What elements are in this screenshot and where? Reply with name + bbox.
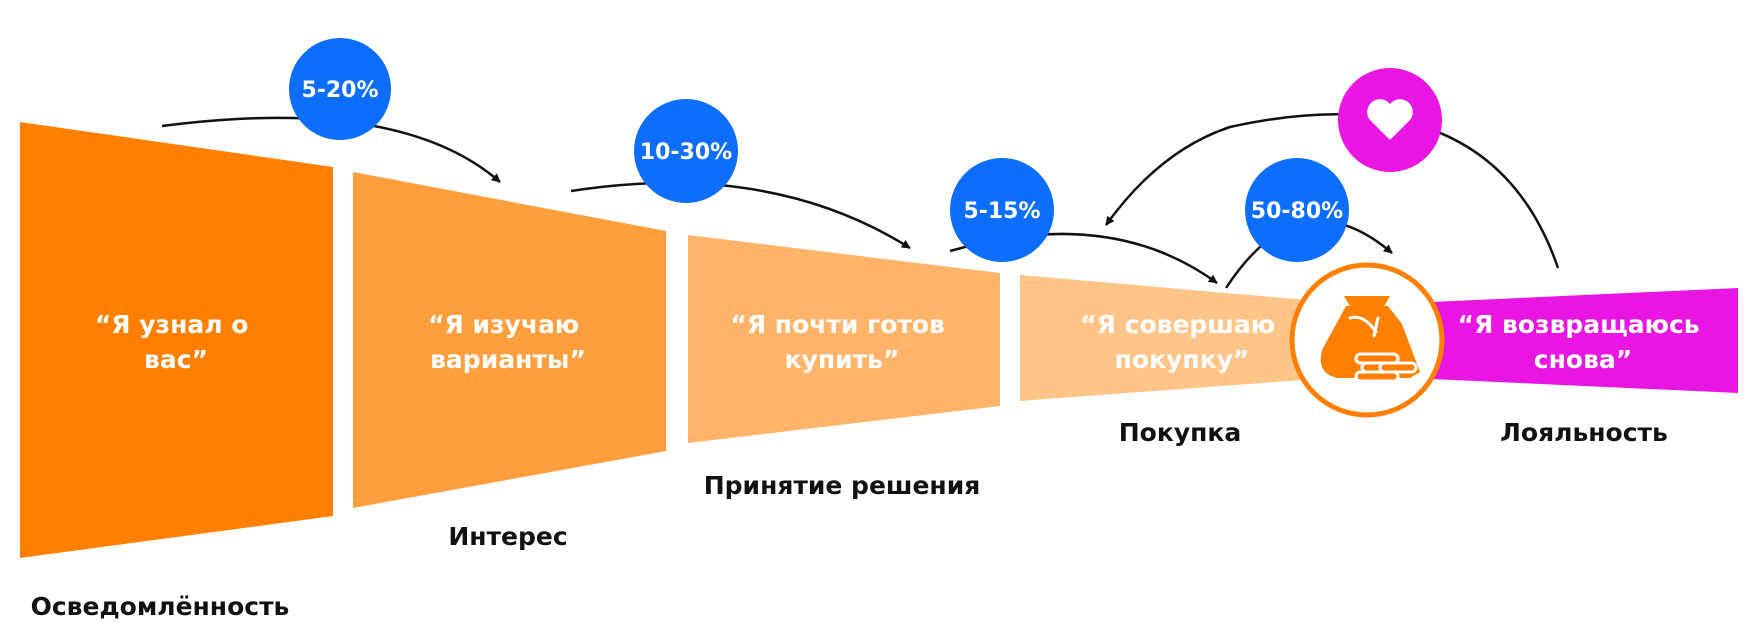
stage-decision-name: Принятие решения xyxy=(704,471,981,500)
stage-decision-segment xyxy=(688,235,1000,443)
conversion-rate-label: 5-15% xyxy=(963,199,1040,224)
stage-interest-segment xyxy=(353,172,666,508)
conversion-arrow-2 xyxy=(570,181,911,250)
conversion-rate-label: 5-20% xyxy=(301,78,378,103)
stage-awareness-quote: “Я узнал о вас” xyxy=(95,310,257,374)
conversion-rate-badge-1: 5-20% xyxy=(289,38,391,140)
conversion-rate-label: 10-30% xyxy=(640,140,732,165)
conversion-rate-badge-3: 5-15% xyxy=(950,158,1054,262)
conversion-rate-badge-4: 50-80% xyxy=(1245,158,1349,262)
conversion-rate-label: 50-80% xyxy=(1251,199,1343,224)
stage-awareness-segment xyxy=(20,122,333,558)
stage-loyalty-segment xyxy=(1410,288,1738,393)
stage-loyalty-quote: “Я возвращаюсь снова” xyxy=(1458,310,1709,374)
stage-interest-quote: “Я изучаю варианты” xyxy=(428,310,588,374)
loyalty-return-arrow xyxy=(1104,113,1560,269)
conversion-rate-badge-2: 10-30% xyxy=(634,99,738,203)
heart-icon xyxy=(1338,68,1442,172)
stage-decision-quote: “Я почти готов купить” xyxy=(730,310,953,374)
stage-purchase-quote: “Я совершаю покупку” xyxy=(1080,310,1284,374)
stage-awareness-name: Осведомлённость xyxy=(31,592,290,621)
stage-loyalty-name: Лояльность xyxy=(1500,418,1668,447)
money-bag-icon xyxy=(1289,262,1445,418)
stage-purchase-segment xyxy=(1020,275,1330,401)
stage-purchase-name: Покупка xyxy=(1119,418,1241,447)
stage-interest-name: Интерес xyxy=(448,522,567,551)
